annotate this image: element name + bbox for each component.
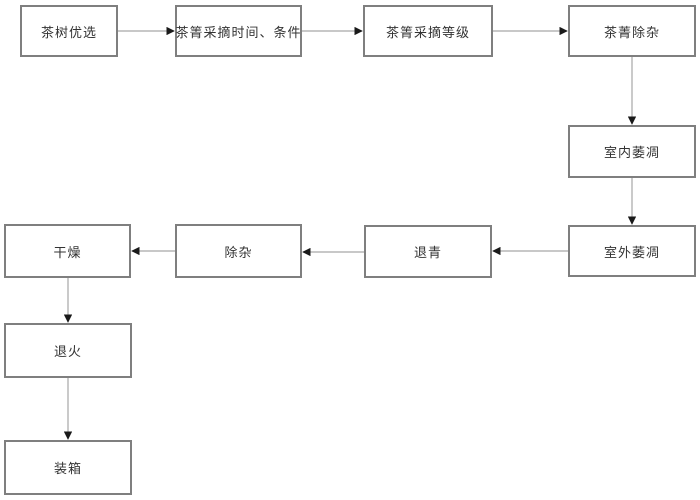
flow-node-label: 茶树优选 (40, 25, 97, 41)
flow-node-picking-grade: 茶箐采摘等级 (363, 5, 493, 57)
flow-node-label: 茶箐采摘时间、条件 (175, 25, 302, 41)
flow-node-label: 干燥 (53, 245, 82, 261)
flow-node-label: 茶菁除杂 (603, 25, 660, 41)
flow-node-annealing: 退火 (4, 323, 132, 378)
flow-node-fresh-leaf-cleaning: 茶菁除杂 (568, 5, 696, 57)
flow-node-label: 退火 (53, 345, 82, 360)
flow-node-tea-tree-selection: 茶树优选 (20, 5, 118, 57)
flow-node-impurity-removal: 除杂 (175, 224, 302, 278)
flow-node-picking-time-conditions: 茶箐采摘时间、条件 (175, 5, 302, 57)
flow-node-label: 装箱 (53, 462, 82, 477)
flow-node-boxing: 装箱 (4, 440, 132, 495)
flow-node-label: 除杂 (224, 245, 253, 261)
flow-node-de-greening: 退青 (364, 225, 492, 278)
flow-node-label: 茶箐采摘等级 (385, 25, 470, 41)
flow-node-label: 退青 (413, 246, 442, 261)
flow-node-label: 室内萎凋 (603, 146, 660, 161)
flow-node-outdoor-withering: 室外萎凋 (568, 225, 696, 277)
flow-node-indoor-withering: 室内萎凋 (568, 125, 696, 178)
flow-node-label: 室外萎凋 (603, 245, 660, 261)
flow-node-drying: 干燥 (4, 224, 131, 278)
